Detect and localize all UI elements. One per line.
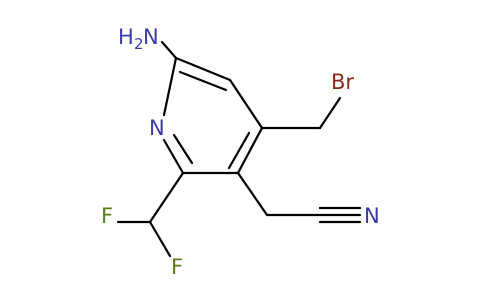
bond-chf2-f2 [148, 220, 172, 258]
bond-c6-c5 [174, 56, 232, 82]
fluorine-2-label: F [171, 255, 183, 279]
ring-bonds [162, 56, 264, 175]
amine-h-subscript: 2 [134, 35, 144, 53]
amine-n-label: N [143, 25, 159, 49]
bond-c3-ch2 [236, 171, 269, 217]
bromine-label: Br [331, 70, 354, 94]
bond-c2-n1 [162, 138, 185, 175]
bond-c2-n1-inner [172, 133, 194, 165]
bond-c2-chf2 [148, 171, 185, 224]
substituent-bonds [116, 40, 362, 258]
nitrile-n-label: N [364, 204, 380, 228]
bond-c6-c5-inner [178, 70, 228, 92]
atom-labels: H 2 N N Br N F F [101, 25, 380, 279]
bond-c6-nh2 [160, 40, 178, 60]
bond-n1-c6 [162, 56, 178, 117]
ring-n-label: N [149, 116, 165, 140]
bond-ch2-br [318, 96, 342, 130]
fluorine-1-label: F [101, 204, 113, 228]
bond-c4-c3 [236, 126, 264, 175]
bond-c5-c4 [228, 78, 264, 130]
bond-c4-c3-inner [227, 131, 251, 170]
amine-h-label: H [118, 25, 134, 49]
